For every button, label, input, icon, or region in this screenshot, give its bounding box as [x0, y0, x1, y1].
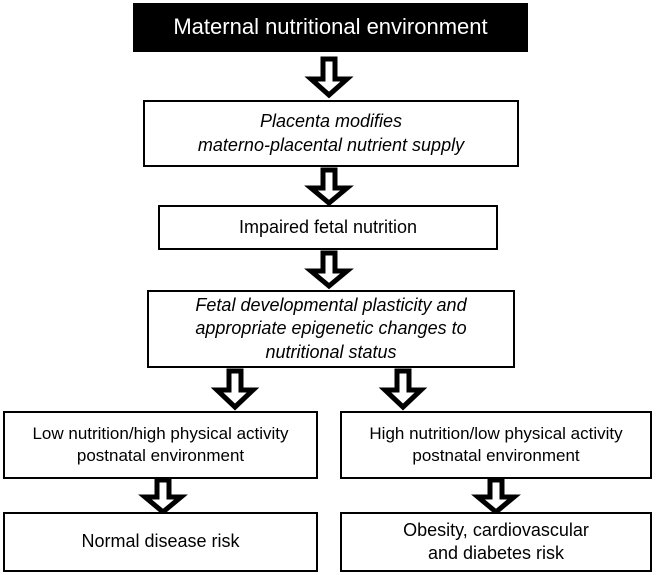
- node-label: Placenta modifies materno-placental nutr…: [197, 111, 465, 155]
- node-impaired-fetal-nutrition: Impaired fetal nutrition: [158, 205, 498, 250]
- node-label: Impaired fetal nutrition: [238, 216, 418, 237]
- node-low-nutrition-postnatal: Low nutrition/high physical activity pos…: [3, 411, 318, 479]
- down-block-arrow-icon: [304, 250, 354, 290]
- down-block-arrow-icon: [304, 56, 354, 99]
- node-obesity-cardiovascular-diabetes-risk: Obesity, cardiovascular and diabetes ris…: [340, 512, 652, 572]
- node-label: Obesity, cardiovascular and diabetes ris…: [403, 519, 589, 563]
- down-block-arrow-icon: [304, 167, 354, 207]
- node-high-nutrition-postnatal: High nutrition/low physical activity pos…: [340, 411, 652, 479]
- node-label: Low nutrition/high physical activity pos…: [32, 424, 289, 465]
- node-maternal-nutritional-environment: Maternal nutritional environment: [133, 3, 528, 52]
- node-label: Fetal developmental plasticity and appro…: [195, 295, 467, 362]
- down-block-arrow-icon: [378, 368, 428, 411]
- node-fetal-developmental-plasticity: Fetal developmental plasticity and appro…: [147, 290, 515, 368]
- down-block-arrow-icon: [210, 368, 260, 411]
- node-placenta-modifies: Placenta modifies materno-placental nutr…: [143, 100, 519, 167]
- node-label: Maternal nutritional environment: [173, 14, 488, 40]
- node-label: High nutrition/low physical activity pos…: [369, 424, 623, 465]
- down-block-arrow-icon: [471, 477, 521, 516]
- down-block-arrow-icon: [138, 477, 188, 516]
- node-normal-disease-risk: Normal disease risk: [3, 512, 318, 572]
- node-label: Normal disease risk: [81, 531, 240, 552]
